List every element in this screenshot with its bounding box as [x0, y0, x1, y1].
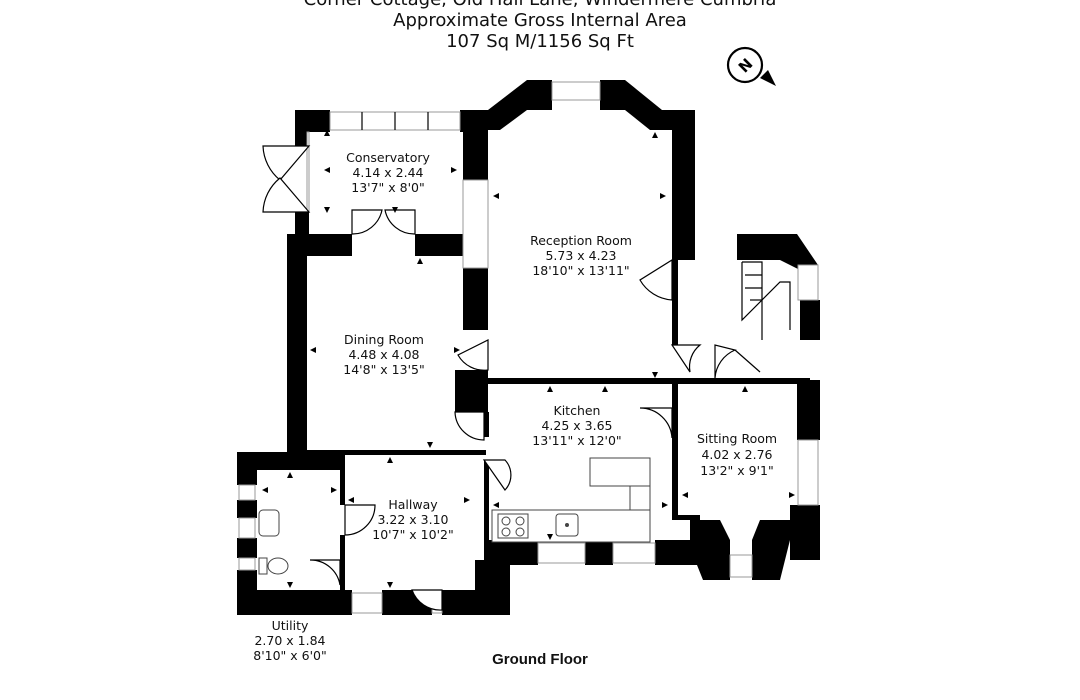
room-name: Utility: [272, 618, 309, 633]
room-imperial: 13'7" x 8'0": [351, 180, 424, 195]
room-metric: 4.14 x 2.44: [352, 165, 423, 180]
room-kitchen: Kitchen 4.25 x 3.65 13'11" x 12'0": [532, 403, 621, 448]
room-name: Reception Room: [530, 233, 632, 248]
room-utility: Utility 2.70 x 1.84 8'10" x 6'0": [253, 618, 326, 663]
room-metric: 4.25 x 3.65: [541, 418, 612, 433]
room-name: Dining Room: [344, 332, 424, 347]
room-name: Kitchen: [554, 403, 601, 418]
basin-icon: [258, 509, 280, 537]
room-dining: Dining Room 4.48 x 4.08 14'8" x 13'5": [343, 332, 424, 377]
dimension-arrows: [262, 130, 795, 588]
room-conservatory: Conservatory 4.14 x 2.44 13'7" x 8'0": [346, 150, 430, 195]
windows: [238, 81, 819, 614]
compass-icon: N: [726, 46, 776, 86]
room-metric: 3.22 x 3.10: [377, 512, 448, 527]
room-imperial: 8'10" x 6'0": [253, 648, 326, 663]
walls: [237, 80, 820, 615]
room-name: Hallway: [388, 497, 438, 512]
room-imperial: 13'11" x 12'0": [532, 433, 621, 448]
room-metric: 4.02 x 2.76: [701, 447, 772, 462]
room-hallway: Hallway 3.22 x 3.10 10'7" x 10'2": [372, 497, 453, 542]
address-title: Corner Cottage, Old Hall Lane, Windermer…: [0, 0, 1080, 10]
room-name: Sitting Room: [697, 431, 777, 446]
floor-label: Ground Floor: [492, 651, 588, 668]
stairs: [734, 261, 791, 373]
room-metric: 2.70 x 1.84: [254, 633, 325, 648]
area-value: 107 Sq M/1156 Sq Ft: [446, 31, 634, 52]
toilet-icon: [258, 557, 289, 575]
sink-icon: [555, 513, 579, 537]
hob-icon: [497, 513, 529, 539]
room-metric: 4.48 x 4.08: [348, 347, 419, 362]
room-sitting: Sitting Room 4.02 x 2.76 13'2" x 9'1": [697, 431, 777, 478]
room-name: Conservatory: [346, 150, 430, 165]
room-imperial: 10'7" x 10'2": [372, 527, 453, 542]
plan-header: Corner Cottage, Old Hall Lane, Windermer…: [0, 0, 1080, 52]
doors: [262, 145, 737, 611]
room-imperial: 13'2" x 9'1": [700, 463, 773, 478]
room-imperial: 14'8" x 13'5": [343, 362, 424, 377]
room-reception: Reception Room 5.73 x 4.23 18'10" x 13'1…: [530, 233, 632, 278]
internal-walls: [306, 130, 810, 590]
room-imperial: 18'10" x 13'11": [532, 263, 629, 278]
area-caption: Approximate Gross Internal Area: [393, 10, 687, 31]
room-metric: 5.73 x 4.23: [545, 248, 616, 263]
